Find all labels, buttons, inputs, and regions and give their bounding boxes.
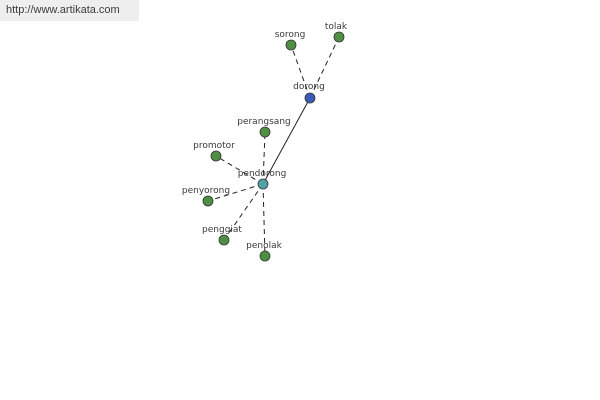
edge-pendorong-penggiat [223,183,264,241]
node-penolak[interactable] [259,250,271,262]
node-penggiat[interactable] [218,234,230,246]
node-sorong[interactable] [285,39,297,51]
node-pendorong[interactable] [257,178,269,190]
node-label-perangsang[interactable]: perangsang [237,117,291,127]
node-dorong[interactable] [304,92,316,104]
node-label-tolak[interactable]: tolak [325,22,348,32]
node-perangsang[interactable] [259,126,271,138]
labels-layer: dorong sorong tolak pendorong perangsang prom… [182,22,348,251]
node-label-dorong[interactable]: dorong [293,82,325,92]
edges-layer [207,36,340,257]
node-promotor[interactable] [210,150,222,162]
edge-pendorong-promotor [215,155,264,185]
node-label-promotor[interactable]: promotor [193,141,235,151]
node-tolak[interactable] [333,31,345,43]
edge-pendorong-penyorong [207,183,264,202]
node-label-penyorong[interactable]: penyorong [182,186,230,196]
node-label-sorong[interactable]: sorong [275,30,306,40]
edge-pendorong-penolak [262,183,266,257]
node-label-penggiat[interactable]: penggiat [202,225,242,235]
node-penyorong[interactable] [202,195,214,207]
source-link[interactable]: http://www.artikata.com [0,0,139,21]
edge-dorong-sorong [290,44,311,99]
nodes-layer [202,31,345,262]
edge-dorong-tolak [309,36,340,99]
node-label-penolak[interactable]: penolak [246,241,282,251]
node-label-pendorong[interactable]: pendorong [238,169,287,179]
edge-dorong-pendorong [262,97,311,185]
